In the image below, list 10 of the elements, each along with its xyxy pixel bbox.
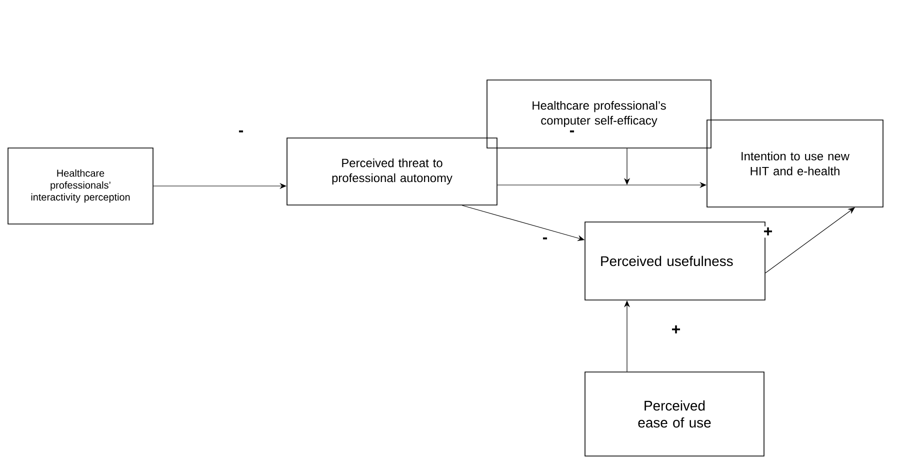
concept-box: Perceived ease of use	[584, 372, 764, 456]
edge-label: -	[568, 129, 576, 137]
concept-box: Perceived usefulness	[584, 222, 766, 300]
edge-label: -	[237, 129, 245, 137]
edge-label: -	[541, 236, 549, 244]
concept-box: Healthcare professionals’ interactivity perception	[8, 148, 154, 224]
edge-label: +	[762, 226, 774, 238]
edge-label: +	[670, 324, 682, 336]
concept-box: Intention to use new HIT and e-health	[706, 120, 884, 208]
concept-box: Perceived threat to professional autonomy	[286, 138, 498, 206]
